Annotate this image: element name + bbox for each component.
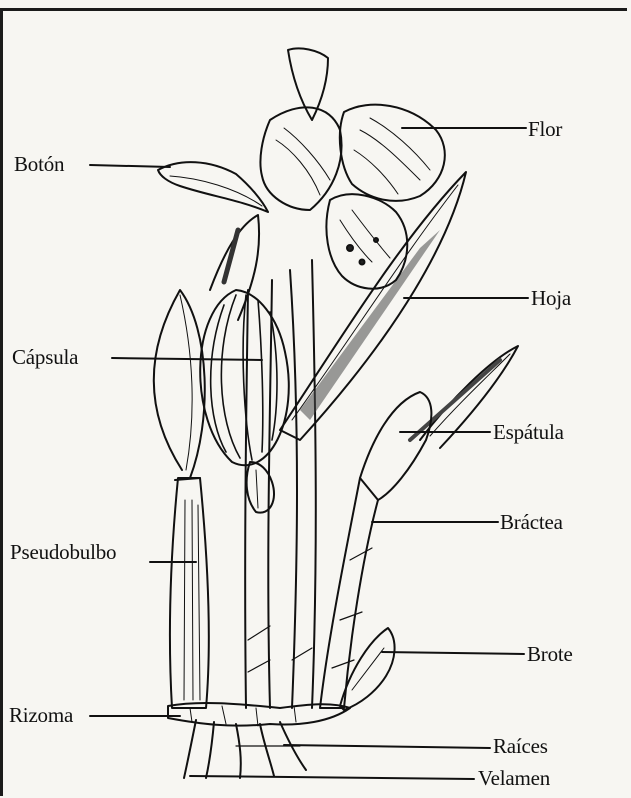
label-hoja: Hoja (531, 286, 571, 311)
leader-line-boton (90, 165, 170, 167)
leader-line-velamen (190, 776, 474, 779)
leader-line-brote (382, 652, 524, 654)
bud-drawing (158, 162, 268, 212)
label-raices: Raíces (493, 734, 548, 759)
label-velamen: Velamen (478, 766, 550, 791)
label-bractea: Bráctea (500, 510, 563, 535)
label-brote: Brote (527, 642, 573, 667)
roots-drawing (184, 720, 306, 778)
label-rizoma: Rizoma (9, 703, 73, 728)
pseudobulb-drawing (170, 478, 209, 708)
central-stems-drawing (245, 260, 316, 708)
label-pseudobulbo: Pseudobulbo (10, 540, 116, 565)
leader-line-raices (284, 745, 490, 748)
label-flor: Flor (528, 117, 562, 142)
left-leaf-drawing (154, 290, 205, 478)
bract-drawing (320, 392, 431, 708)
leader-lines (90, 128, 528, 779)
label-espatula: Espátula (493, 420, 564, 445)
leaf-hoja-drawing (280, 172, 466, 440)
label-boton: Botón (14, 152, 64, 177)
label-capsula: Cápsula (12, 345, 78, 370)
leader-line-capsula (112, 358, 262, 360)
capsule-drawing (200, 290, 289, 513)
